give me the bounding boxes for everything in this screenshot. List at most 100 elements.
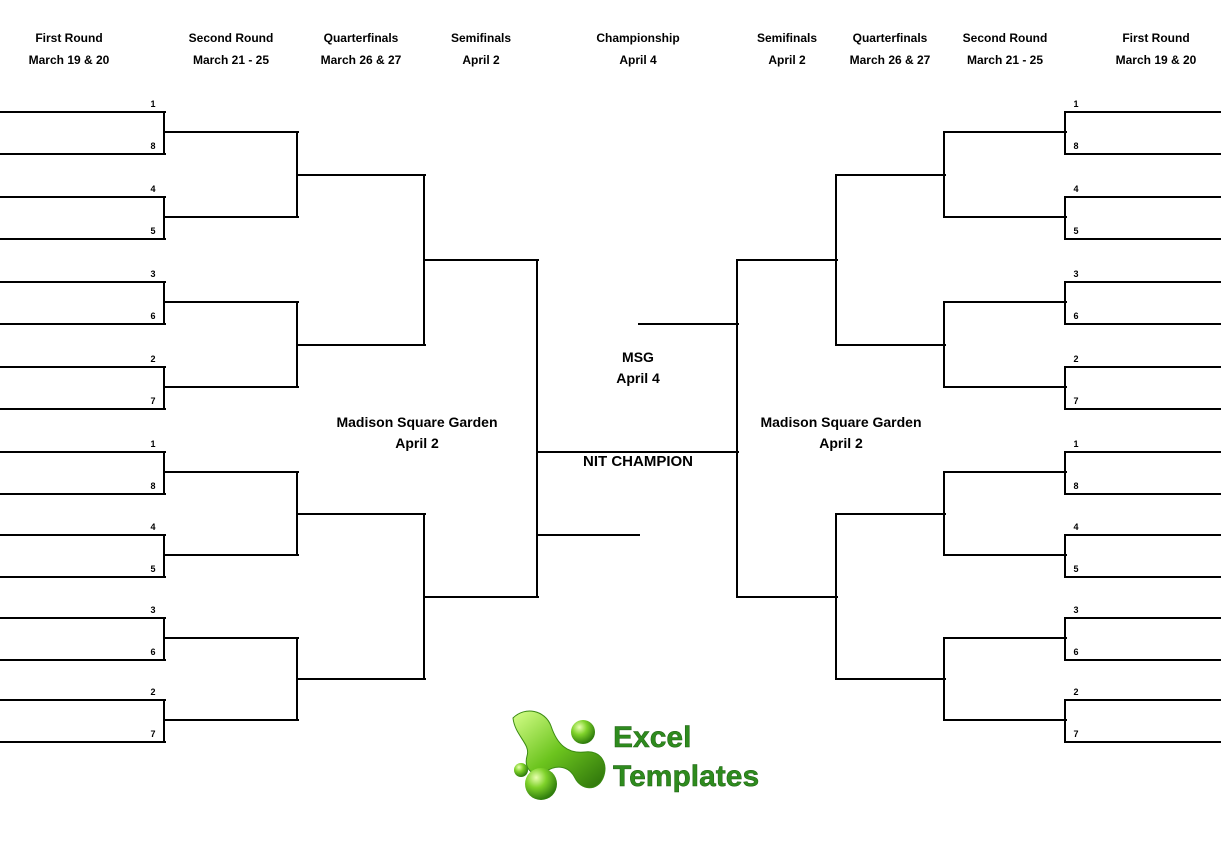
championship-slot bbox=[537, 534, 640, 536]
seed-number: 6 bbox=[1073, 311, 1079, 321]
final-venue: MSG April 4 bbox=[616, 347, 660, 389]
header-title: Quarterfinals bbox=[852, 31, 928, 45]
first-round-slot bbox=[1065, 196, 1221, 198]
first-round-slot bbox=[1065, 281, 1221, 283]
bracket-connector bbox=[1064, 617, 1066, 661]
semifinal-slot bbox=[424, 259, 539, 261]
first-round-slot bbox=[1065, 323, 1221, 325]
first-round-slot bbox=[1065, 617, 1221, 619]
seed-number: 3 bbox=[150, 605, 156, 615]
seed-number: 8 bbox=[1073, 141, 1079, 151]
bracket-connector bbox=[163, 451, 165, 495]
quarterfinal-slot bbox=[297, 174, 426, 176]
header-left-semifinals: Semifinals April 2 bbox=[416, 27, 546, 71]
second-round-slot bbox=[164, 216, 299, 218]
seed-number: 7 bbox=[1073, 729, 1079, 739]
seed-number: 1 bbox=[150, 99, 156, 109]
bracket-connector bbox=[1064, 111, 1066, 155]
seed-number: 5 bbox=[150, 564, 156, 574]
header-title: Quarterfinals bbox=[323, 31, 399, 45]
bracket-connector bbox=[1064, 699, 1066, 743]
header-left-first-round: First Round March 19 & 20 bbox=[4, 27, 134, 71]
first-round-slot bbox=[0, 111, 166, 113]
bracket-connector bbox=[163, 111, 165, 155]
first-round-slot bbox=[0, 576, 166, 578]
venue-name: MSG bbox=[622, 349, 654, 365]
seed-number: 1 bbox=[1073, 439, 1079, 449]
header-date: March 21 - 25 bbox=[966, 53, 1044, 67]
header-date: March 26 & 27 bbox=[320, 53, 402, 67]
seed-number: 8 bbox=[1073, 481, 1079, 491]
first-round-slot bbox=[0, 281, 166, 283]
first-round-slot bbox=[1065, 699, 1221, 701]
seed-number: 2 bbox=[150, 354, 156, 364]
first-round-slot bbox=[1065, 366, 1221, 368]
logo-line1: Excel bbox=[613, 721, 691, 754]
bracket-connector bbox=[536, 259, 538, 598]
seed-number: 3 bbox=[150, 269, 156, 279]
seed-number: 4 bbox=[150, 184, 156, 194]
first-round-slot bbox=[0, 534, 166, 536]
quarterfinal-slot bbox=[836, 513, 946, 515]
venue-name: Madison Square Garden bbox=[336, 414, 498, 430]
venue-name: Madison Square Garden bbox=[760, 414, 922, 430]
header-title: First Round bbox=[35, 31, 103, 45]
bracket-connector bbox=[1064, 281, 1066, 325]
seed-number: 3 bbox=[1073, 269, 1079, 279]
bracket-connector bbox=[163, 196, 165, 240]
seed-number: 1 bbox=[150, 439, 156, 449]
header-title: Second Round bbox=[962, 31, 1048, 45]
venue-date: April 2 bbox=[819, 435, 863, 451]
header-title: Second Round bbox=[188, 31, 274, 45]
seed-number: 8 bbox=[150, 481, 156, 491]
venue-date: April 4 bbox=[616, 370, 660, 386]
first-round-slot bbox=[0, 699, 166, 701]
quarterfinal-slot bbox=[297, 678, 426, 680]
second-round-slot bbox=[944, 471, 1067, 473]
seed-number: 7 bbox=[150, 396, 156, 406]
header-right-quarterfinals: Quarterfinals March 26 & 27 bbox=[825, 27, 955, 71]
first-round-slot bbox=[0, 493, 166, 495]
seed-number: 5 bbox=[1073, 226, 1079, 236]
bracket-connector bbox=[163, 699, 165, 743]
bracket-connector bbox=[163, 366, 165, 410]
first-round-slot bbox=[1065, 659, 1221, 661]
semifinal-slot bbox=[737, 259, 838, 261]
first-round-slot bbox=[0, 366, 166, 368]
excel-templates-logo: Excel Templates bbox=[505, 706, 775, 806]
header-left-quarterfinals: Quarterfinals March 26 & 27 bbox=[296, 27, 426, 71]
seed-number: 1 bbox=[1073, 99, 1079, 109]
header-left-second-round: Second Round March 21 - 25 bbox=[166, 27, 296, 71]
first-round-slot bbox=[1065, 493, 1221, 495]
first-round-slot bbox=[1065, 153, 1221, 155]
header-right-first-round: First Round March 19 & 20 bbox=[1091, 27, 1221, 71]
second-round-slot bbox=[164, 301, 299, 303]
header-date: March 21 - 25 bbox=[192, 53, 270, 67]
quarterfinal-slot bbox=[297, 513, 426, 515]
header-title: Semifinals bbox=[756, 31, 818, 45]
bracket-connector bbox=[1064, 534, 1066, 578]
header-date: March 26 & 27 bbox=[849, 53, 931, 67]
quarterfinal-slot bbox=[836, 174, 946, 176]
seed-number: 4 bbox=[1073, 522, 1079, 532]
seed-number: 2 bbox=[1073, 354, 1079, 364]
header-right-semifinals: Semifinals April 2 bbox=[722, 27, 852, 71]
header-date: April 2 bbox=[462, 53, 500, 67]
right-semifinal-venue: Madison Square Garden April 2 bbox=[760, 412, 921, 454]
header-date: April 4 bbox=[619, 53, 657, 67]
second-round-slot bbox=[944, 719, 1067, 721]
second-round-slot bbox=[944, 131, 1067, 133]
first-round-slot bbox=[0, 323, 166, 325]
seed-number: 6 bbox=[150, 311, 156, 321]
first-round-slot bbox=[1065, 451, 1221, 453]
second-round-slot bbox=[164, 386, 299, 388]
first-round-slot bbox=[1065, 111, 1221, 113]
first-round-slot bbox=[1065, 534, 1221, 536]
bracket-connector bbox=[1064, 451, 1066, 495]
semifinal-slot bbox=[737, 596, 838, 598]
seed-number: 2 bbox=[150, 687, 156, 697]
seed-number: 3 bbox=[1073, 605, 1079, 615]
second-round-slot bbox=[944, 554, 1067, 556]
second-round-slot bbox=[164, 637, 299, 639]
quarterfinal-slot bbox=[836, 344, 946, 346]
